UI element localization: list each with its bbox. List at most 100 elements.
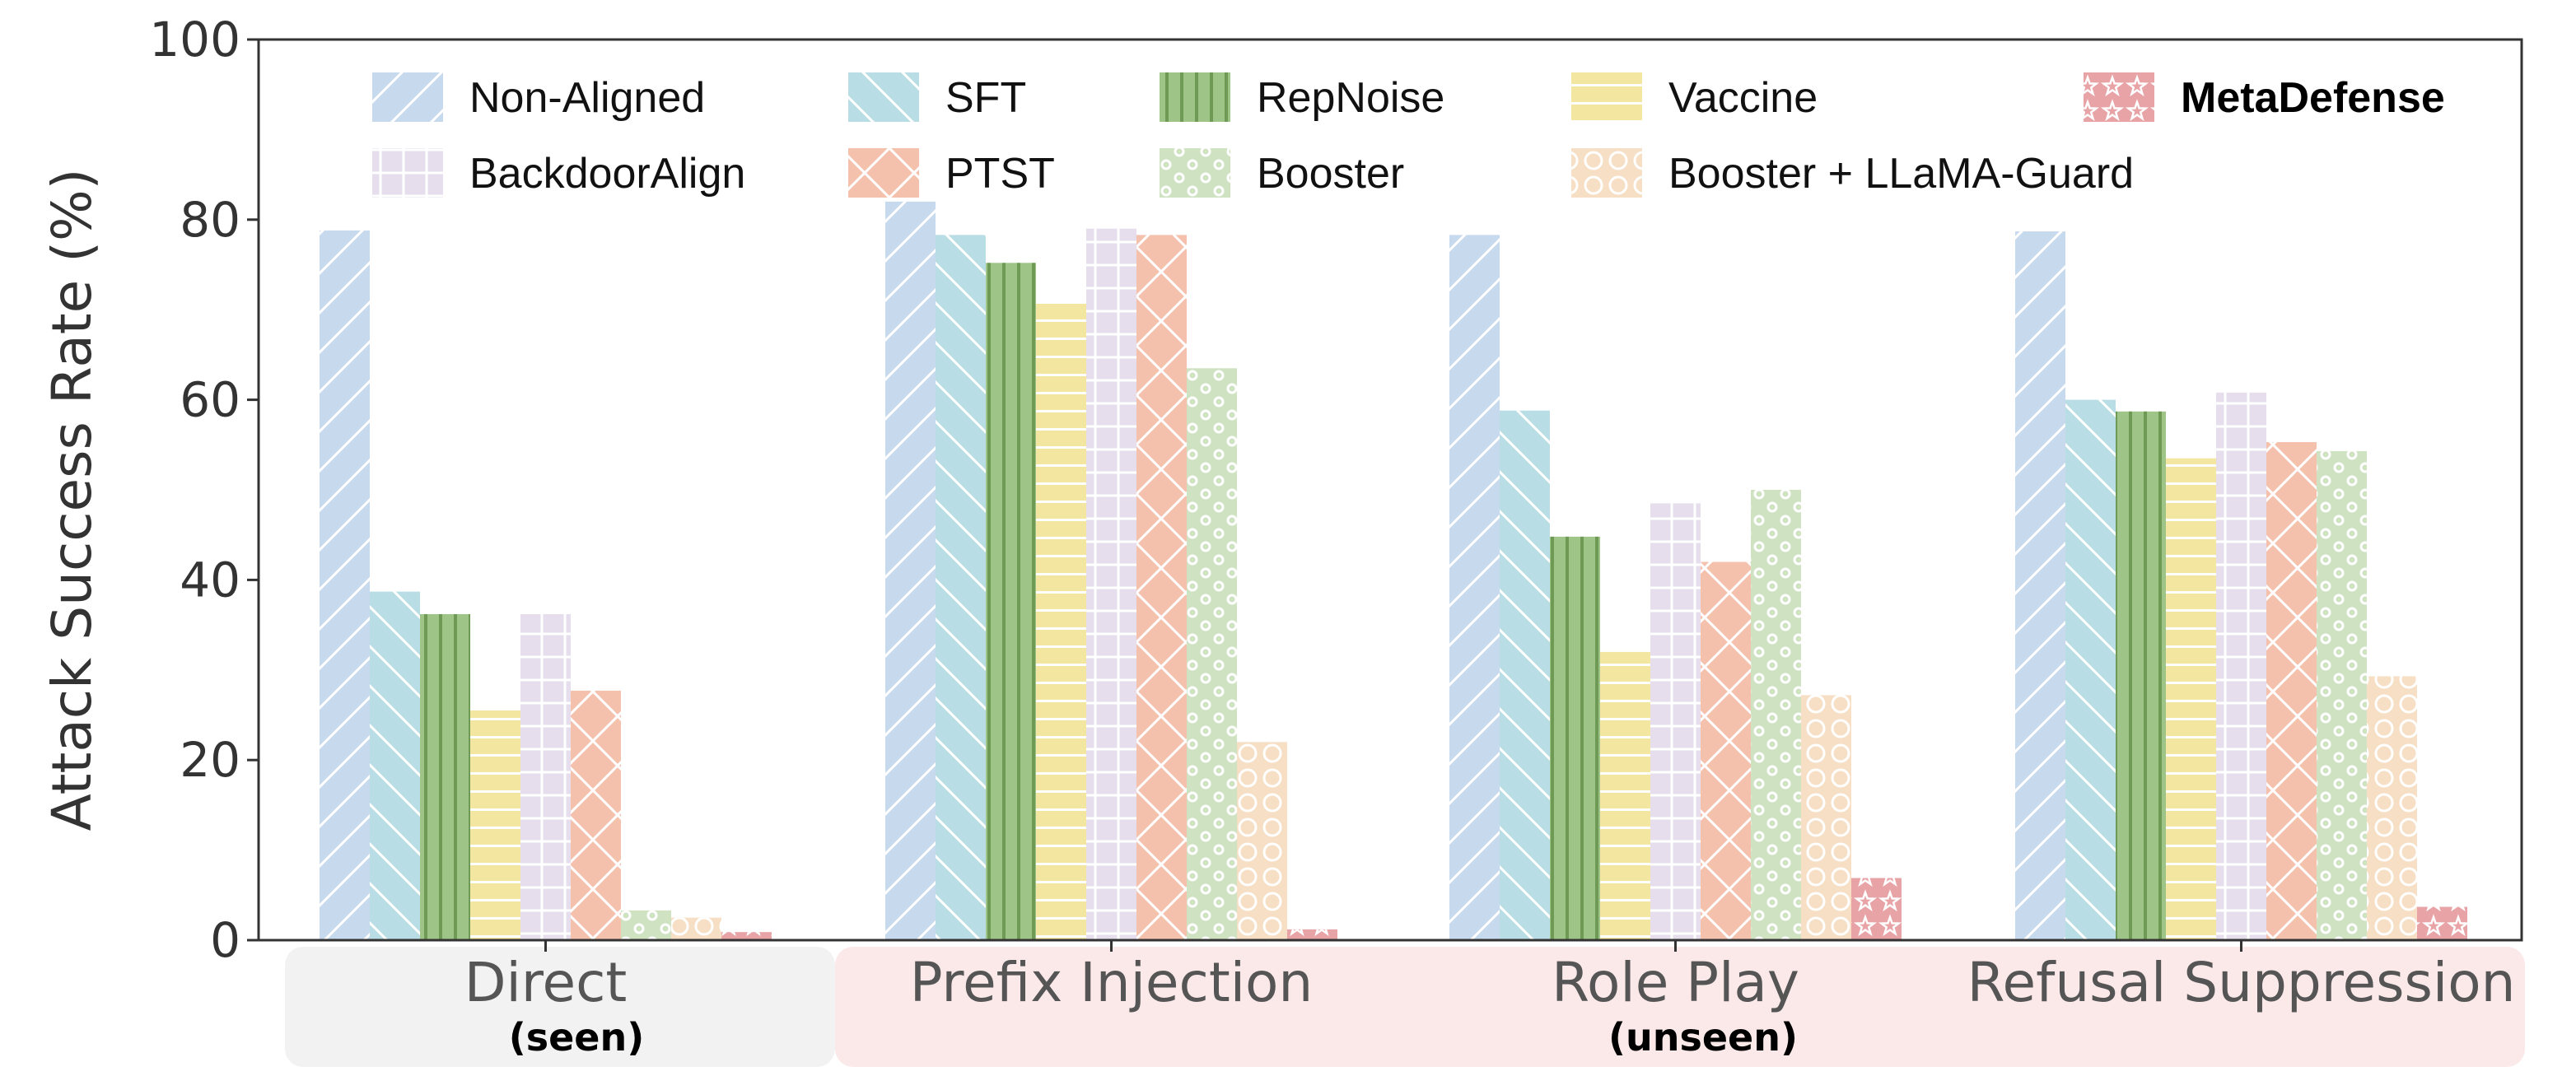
bar-backdooralign-refusal-suppression <box>2216 392 2266 940</box>
plot-frame <box>257 38 2523 942</box>
legend-label: MetaDefense <box>2181 74 2445 122</box>
legend-item-booster-llama-guard: Booster + LLaMA-Guard <box>1571 148 2134 198</box>
legend-label: Booster <box>1257 150 1404 198</box>
legend-swatch-hatch <box>848 72 919 122</box>
bar-ptst-prefix-injection <box>1136 235 1187 940</box>
bar-hatch <box>2317 450 2367 940</box>
bar-metadefense-direct <box>721 932 772 940</box>
bar-hatch <box>2116 411 2166 940</box>
legend-item-ptst: PTST <box>848 148 1055 198</box>
bar-booster-llama-guard-refusal-suppression <box>2367 676 2417 940</box>
bar-hatch <box>2166 458 2216 940</box>
legend-label: PTST <box>945 150 1055 198</box>
bar-hatch <box>1287 929 1337 940</box>
legend-label: SFT <box>945 74 1026 122</box>
bar-booster-role-play <box>1751 490 1801 940</box>
y-tick-label: 0 <box>210 912 240 968</box>
bar-hatch <box>2065 399 2116 941</box>
bar-hatch <box>520 613 571 940</box>
legend-item-repnoise: RepNoise <box>1160 72 1444 122</box>
legend-swatch-hatch <box>848 148 919 198</box>
y-tick-label: 80 <box>180 192 240 248</box>
group-band-seen <box>285 947 835 1067</box>
bar-hatch <box>1036 302 1086 940</box>
category-label-direct: Direct <box>464 951 628 1014</box>
bar-repnoise-direct <box>420 613 470 940</box>
bar-ptst-refusal-suppression <box>2266 442 2317 940</box>
bar-repnoise-refusal-suppression <box>2116 411 2166 940</box>
bar-hatch <box>420 613 470 940</box>
bar-booster-prefix-injection <box>1187 368 1237 940</box>
bar-hatch <box>621 910 671 940</box>
bar-hatch <box>986 263 1036 940</box>
legend-item-booster: Booster <box>1160 148 1404 198</box>
bar-hatch <box>2015 231 2065 941</box>
legend-label: Vaccine <box>1668 74 1818 122</box>
y-tick-label: 60 <box>180 372 240 428</box>
bar-hatch <box>470 710 520 940</box>
legend-label: Booster + LLaMA-Guard <box>1668 150 2134 198</box>
bar-hatch <box>1701 561 1751 940</box>
bar-hatch <box>2367 676 2417 940</box>
bar-non-aligned-direct <box>320 230 370 941</box>
bar-metadefense-prefix-injection <box>1287 929 1337 940</box>
bar-hatch <box>1650 503 1701 940</box>
y-tick-label: 100 <box>149 12 240 68</box>
bar-hatch <box>1801 695 1851 940</box>
bar-sft-role-play <box>1500 410 1550 940</box>
category-label-refusal-suppression: Refusal Suppression <box>1967 951 2516 1014</box>
bar-booster-direct <box>621 910 671 940</box>
bar-booster-llama-guard-prefix-injection <box>1237 742 1287 940</box>
bar-hatch <box>320 230 370 941</box>
bar-booster-llama-guard-role-play <box>1801 695 1851 940</box>
legend-swatch-hatch <box>372 148 443 198</box>
bar-hatch <box>370 591 420 940</box>
bar-sft-refusal-suppression <box>2065 399 2116 941</box>
bar-non-aligned-refusal-suppression <box>2015 231 2065 941</box>
bar-metadefense-refusal-suppression <box>2417 906 2467 940</box>
bar-hatch <box>1550 536 1600 940</box>
legend-item-backdooralign: BackdoorAlign <box>372 148 745 198</box>
bar-hatch <box>936 235 986 940</box>
bar-vaccine-prefix-injection <box>1036 302 1086 940</box>
legend-label: RepNoise <box>1257 74 1444 122</box>
bar-hatch <box>885 201 936 941</box>
bar-hatch <box>1136 235 1187 940</box>
bar-backdooralign-role-play <box>1650 503 1701 940</box>
bar-hatch <box>1086 228 1136 940</box>
bar-non-aligned-prefix-injection <box>885 201 936 941</box>
bar-ptst-role-play <box>1701 561 1751 940</box>
bar-hatch <box>2216 392 2266 940</box>
legend-item-sft: SFT <box>848 72 1026 122</box>
legend-swatch-hatch <box>2084 72 2154 122</box>
bar-metadefense-role-play <box>1851 878 1902 940</box>
legend-swatch-hatch <box>1571 148 1642 198</box>
y-tick-label: 20 <box>180 732 240 788</box>
legend-swatch-hatch <box>372 72 443 122</box>
bar-vaccine-role-play <box>1600 651 1650 940</box>
group-band-unseen <box>835 947 2525 1067</box>
bar-repnoise-role-play <box>1550 536 1600 940</box>
legend-swatch-hatch <box>1160 148 1230 198</box>
bar-hatch <box>1851 878 1902 940</box>
legend-item-vaccine: Vaccine <box>1571 72 1818 122</box>
bar-booster-llama-guard-direct <box>671 917 721 940</box>
legend-label: BackdoorAlign <box>469 150 745 198</box>
legend-swatch-hatch <box>1571 72 1642 122</box>
bar-sft-direct <box>370 591 420 940</box>
bar-hatch <box>1449 235 1500 940</box>
group-label-unseen: (unseen) <box>1608 1015 1798 1060</box>
bar-hatch <box>571 690 621 940</box>
bar-ptst-direct <box>571 690 621 940</box>
bar-hatch <box>721 932 772 940</box>
bar-hatch <box>1187 368 1237 940</box>
category-label-prefix-injection: Prefix Injection <box>910 951 1314 1014</box>
bar-hatch <box>2417 906 2467 940</box>
bar-backdooralign-prefix-injection <box>1086 228 1136 940</box>
bar-repnoise-prefix-injection <box>986 263 1036 940</box>
y-axis-label: Attack Success Rate (%) <box>40 169 104 831</box>
bar-backdooralign-direct <box>520 613 571 940</box>
bar-hatch <box>1500 410 1550 940</box>
bar-vaccine-refusal-suppression <box>2166 458 2216 940</box>
